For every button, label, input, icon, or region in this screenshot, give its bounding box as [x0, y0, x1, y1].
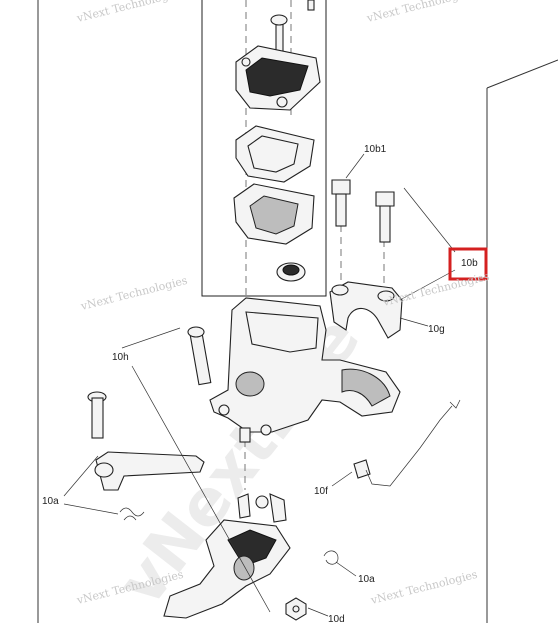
- lever-bolt: [87, 391, 107, 439]
- reservoir-inset-frame: [201, 0, 327, 297]
- leader-10a-left-b: [63, 503, 119, 515]
- leader-10h-long: [131, 365, 271, 613]
- handlebar-clamp: [329, 281, 403, 339]
- brake-switch: [353, 399, 461, 487]
- adjuster-lever: [94, 451, 205, 491]
- callout-10b1: 10b1: [364, 144, 387, 155]
- leader-10b1: [345, 153, 365, 179]
- master-cylinder-body: [209, 297, 401, 443]
- diaphragm: [235, 125, 315, 183]
- callout-10f: 10f: [314, 486, 328, 497]
- callout-10h: 10h: [112, 352, 129, 363]
- highlight-box-10b: [448, 247, 488, 281]
- lever-spring: [119, 507, 145, 521]
- reservoir-cover: [235, 45, 321, 111]
- cover-screw: [270, 14, 288, 55]
- watermark-1: vNext Technologies: [75, 0, 185, 25]
- callout-10g: 10g: [428, 324, 445, 335]
- sight-glass: [276, 262, 306, 282]
- brake-lever: [163, 493, 291, 619]
- leader-10f: [331, 471, 353, 487]
- watermark-4: vNext Technologies: [381, 270, 491, 309]
- retaining-clip: [323, 550, 339, 565]
- watermark-3: vNext Technologies: [79, 274, 189, 313]
- watermark-6: vNext Technologies: [369, 568, 479, 607]
- leader-10h: [121, 327, 181, 349]
- pivot-nut: [285, 597, 307, 621]
- callout-10a-right: 10a: [358, 574, 375, 585]
- top-pin: [307, 0, 315, 11]
- clamp-bolt-right: [375, 191, 395, 243]
- leader-10g: [399, 317, 429, 327]
- callout-10a-left: 10a: [42, 496, 59, 507]
- corner-line: [486, 59, 558, 89]
- leader-10b-clamp: [399, 269, 456, 301]
- leader-10a-left-a: [63, 455, 99, 497]
- callout-10d: 10d: [328, 614, 345, 623]
- leader-10a-right: [335, 561, 357, 577]
- diaphragm-plate: [233, 183, 315, 245]
- watermark-2: vNext Technologies: [365, 0, 475, 25]
- lever-pivot-bolt: [187, 326, 212, 386]
- leader-10b: [403, 187, 456, 253]
- leader-10d: [307, 607, 329, 617]
- clamp-bolt-left: [331, 179, 351, 227]
- callout-10b: 10b: [461, 258, 478, 269]
